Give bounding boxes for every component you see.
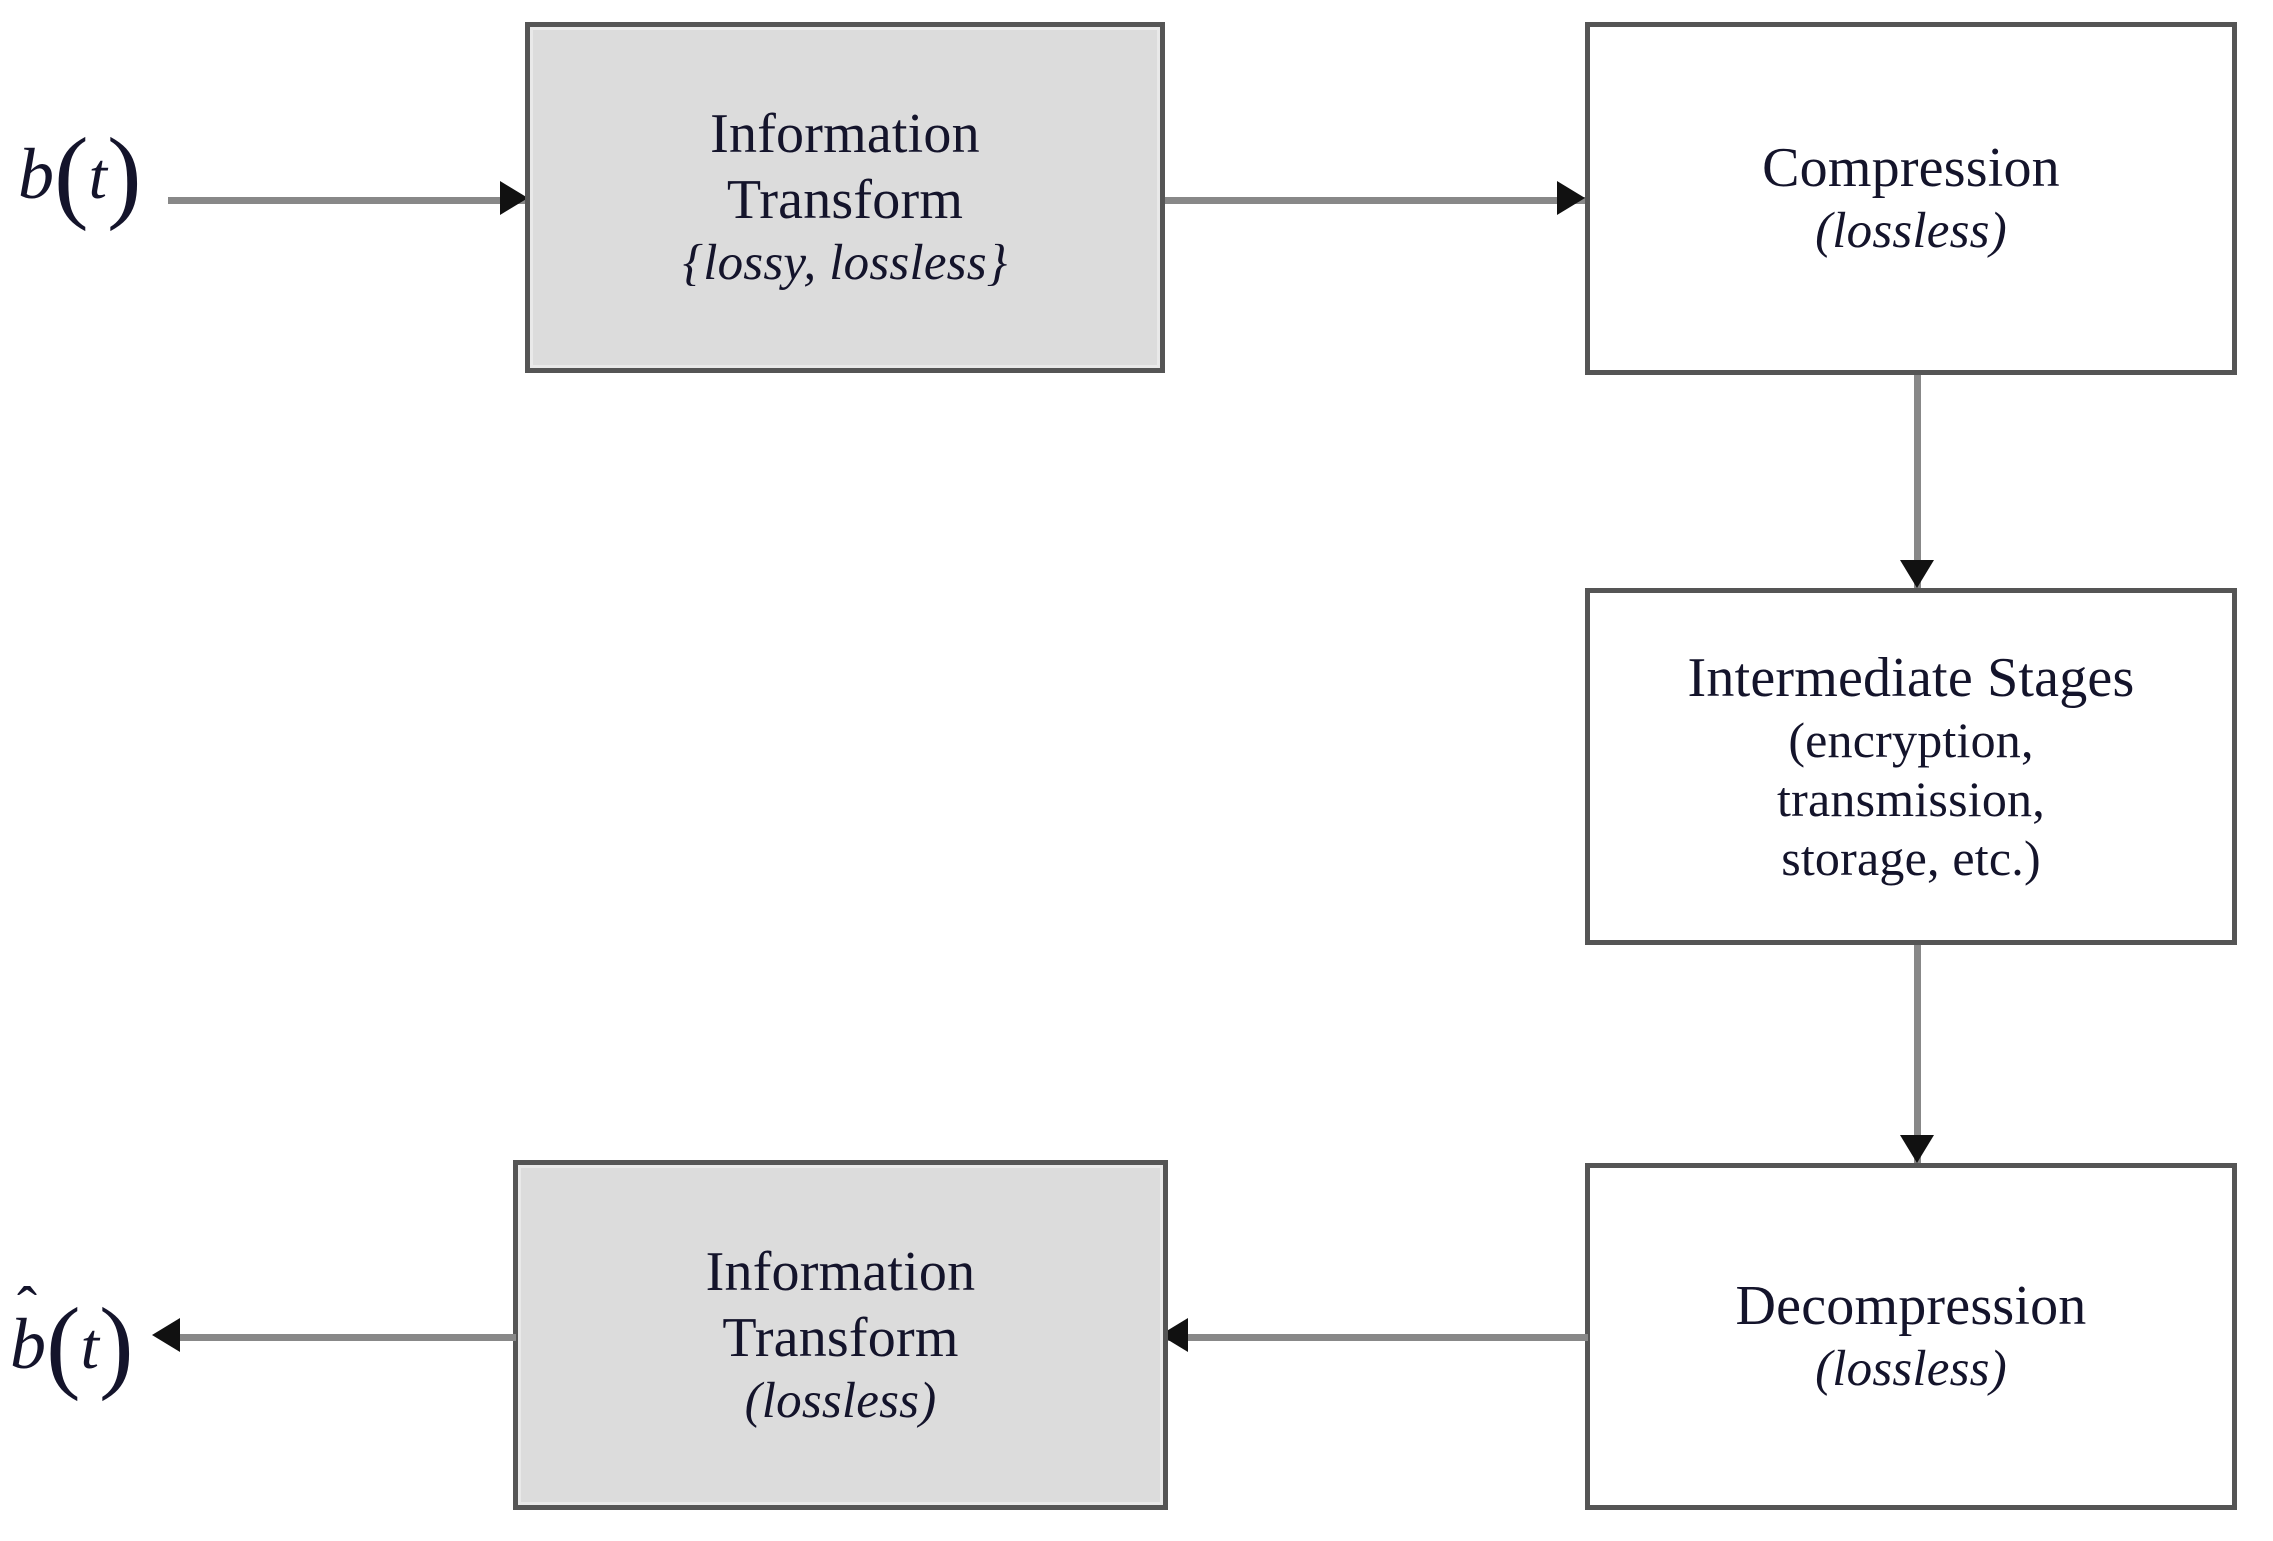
block-line-3: (lossless) [744,1372,937,1429]
connector-compression-to-stages [1914,375,1921,590]
input-signal-argument: t [88,140,107,213]
arrowhead-down-icon [1900,560,1934,588]
block-line-2: Transform [726,169,964,232]
block-decompression[interactable]: Decompression (lossless) [1585,1163,2237,1510]
block-line-1: Information [705,1240,976,1303]
connector-input-to-transform [168,197,528,204]
input-signal-close-paren: ) [106,117,142,232]
arrowhead-left-icon [152,1318,180,1352]
block-information-transform-top[interactable]: Information Transform {lossy, lossless} [525,22,1165,373]
connector-transform-to-output [180,1334,516,1341]
block-line-3: {lossy, lossless} [682,235,1008,292]
circumflex-accent-icon: ˆ [17,1275,37,1341]
connector-stages-to-decompression [1914,945,1921,1165]
block-line-2: Transform [722,1306,959,1369]
input-signal-label: b(t) [18,112,142,227]
output-signal-variable: b [10,1304,46,1384]
block-line-2: (encryption, [1788,712,2034,769]
block-line-3: transmission, [1777,771,2045,828]
block-line-4: storage, etc.) [1781,830,2041,887]
block-line-1: Intermediate Stages [1687,646,2135,709]
connector-transform-to-compression [1165,197,1589,204]
block-line-1: Information [710,103,980,166]
block-compression[interactable]: Compression (lossless) [1585,22,2237,375]
output-signal-close-paren: ) [98,1287,134,1402]
block-line-2: (lossless) [1815,1341,2007,1398]
input-signal-variable: b [18,134,54,214]
block-line-1: Compression [1762,137,2060,200]
block-information-transform-bottom[interactable]: Information Transform (lossless) [513,1160,1168,1510]
arrowhead-right-icon [1557,181,1585,215]
arrowhead-right-icon [500,181,528,215]
input-signal-open-paren: ( [54,117,89,232]
output-signal-open-paren: ( [46,1287,81,1402]
connector-decompression-to-transform [1168,1334,1588,1341]
block-line-2: (lossless) [1815,203,2007,260]
block-intermediate-stages[interactable]: Intermediate Stages (encryption, transmi… [1585,588,2237,945]
arrowhead-down-icon [1900,1135,1934,1163]
block-line-1: Decompression [1735,1275,2087,1338]
output-signal-argument: t [80,1310,99,1383]
